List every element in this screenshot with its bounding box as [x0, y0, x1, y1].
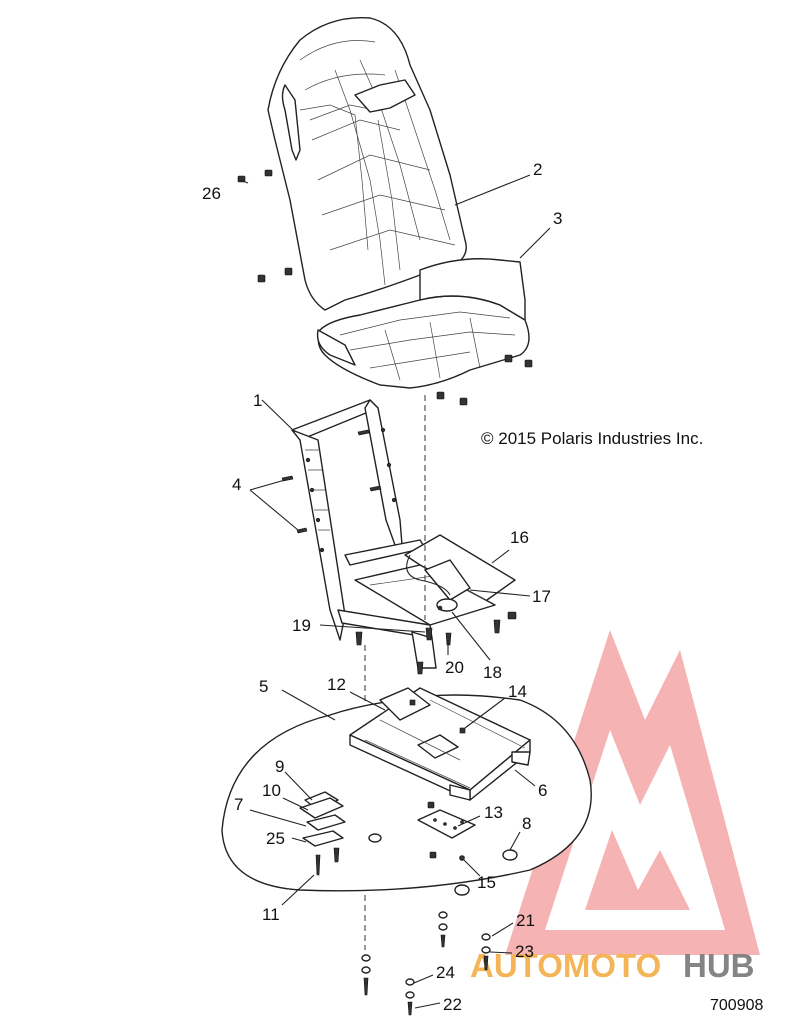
callout-7: 7	[234, 795, 243, 814]
callout-13: 13	[484, 803, 503, 822]
bottom-hardware	[361, 911, 491, 1016]
document-number: 700908	[710, 997, 763, 1014]
callout-17: 17	[532, 587, 551, 606]
callout-18: 18	[483, 663, 502, 682]
copyright-text: © 2015 Polaris Industries Inc.	[481, 429, 703, 448]
latch-handle	[299, 791, 382, 876]
seat-backrest	[267, 16, 467, 311]
callout-labels: 1 2 3 4 5 6 7 8 9 10 11 12 13 14 15 16 1…	[202, 160, 562, 1014]
callout-12: 12	[327, 675, 346, 694]
callout-21: 21	[516, 911, 535, 930]
callout-6: 6	[538, 781, 547, 800]
callout-24: 24	[436, 963, 455, 982]
callout-5: 5	[259, 677, 268, 696]
callout-9: 9	[275, 757, 284, 776]
callout-8: 8	[522, 814, 531, 833]
frame-bolts	[355, 619, 501, 675]
frame-screws	[281, 429, 382, 534]
callout-3: 3	[553, 209, 562, 228]
callout-15: 15	[477, 873, 496, 892]
watermark-text-secondary: HUB	[683, 947, 755, 984]
callout-14: 14	[508, 682, 527, 701]
seat-frame	[291, 399, 437, 669]
leader-lines	[239, 174, 551, 1009]
callout-20: 20	[445, 658, 464, 677]
callout-1: 1	[253, 391, 262, 410]
fastener-26	[237, 169, 273, 183]
callout-11: 11	[262, 905, 280, 924]
callout-22: 22	[443, 995, 462, 1014]
callout-26: 26	[202, 184, 221, 203]
seat-nuts	[257, 267, 533, 406]
latch-plate	[417, 801, 518, 896]
callout-4: 4	[232, 475, 241, 494]
callout-16: 16	[510, 528, 529, 547]
watermark-logo: AUTOMOTO HUB	[470, 630, 760, 984]
callout-25: 25	[266, 829, 285, 848]
watermark-text-primary: AUTOMOTO	[470, 947, 661, 984]
slider-base	[349, 687, 531, 801]
callout-10: 10	[262, 781, 281, 800]
seat-cushion	[316, 258, 530, 389]
callout-2: 2	[533, 160, 542, 179]
callout-23: 23	[515, 942, 534, 961]
callout-19: 19	[292, 616, 311, 635]
